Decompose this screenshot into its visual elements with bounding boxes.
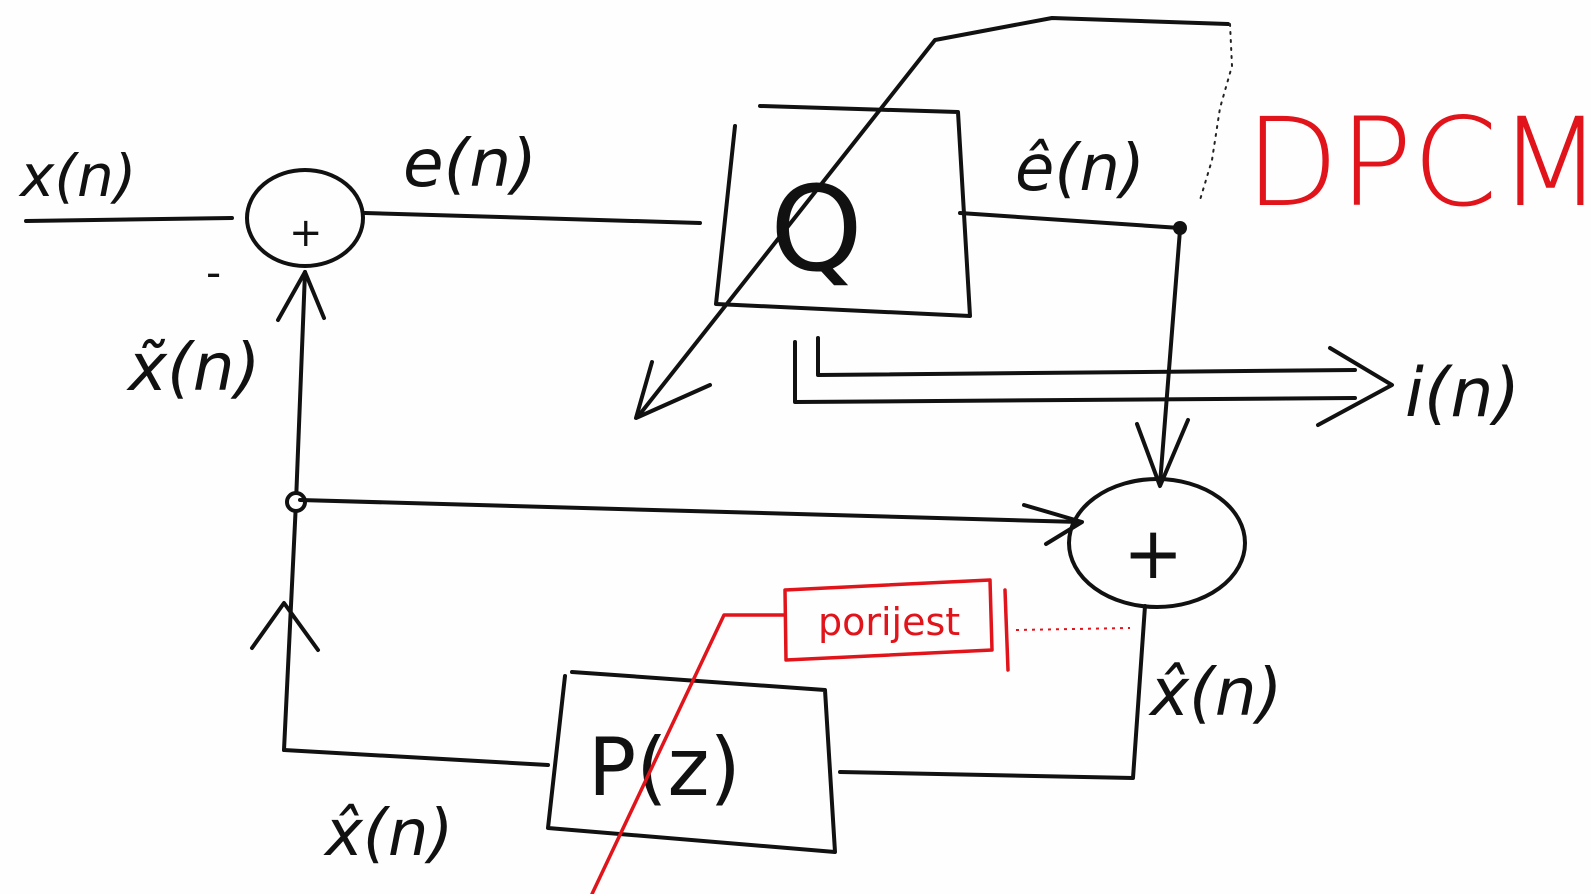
quantized-error-down-line bbox=[1135, 228, 1190, 488]
quantized-error-label: ê(n) bbox=[1015, 132, 1145, 206]
predictor-label: P(z) bbox=[588, 721, 741, 814]
reconstructed-line bbox=[838, 604, 1147, 780]
prediction-label: x̃(n) bbox=[126, 329, 260, 406]
adaptation-arrow bbox=[634, 16, 1234, 420]
predictor-output-line bbox=[282, 748, 550, 767]
index-output-arrow bbox=[793, 336, 1394, 427]
summing-junction-1 bbox=[245, 168, 365, 268]
diagram-title: DPCM bbox=[1245, 92, 1591, 234]
prediction-feedback-line bbox=[250, 270, 326, 752]
minus-sign: - bbox=[206, 248, 221, 297]
prediction-to-sum-line bbox=[298, 498, 1084, 546]
quantized-error-line bbox=[958, 211, 1187, 235]
reconstructed-label: x̂(n) bbox=[1148, 654, 1282, 731]
error-label: e(n) bbox=[403, 125, 537, 202]
predictor-box bbox=[546, 670, 837, 854]
red-annotation-text: porijest bbox=[818, 600, 960, 644]
summing-junction-1-plus: + bbox=[289, 210, 323, 256]
summing-junction-2-plus: + bbox=[1123, 511, 1183, 595]
input-line bbox=[24, 216, 234, 223]
red-annotation-box bbox=[590, 578, 1131, 894]
quantizer-box bbox=[714, 104, 972, 318]
input-label: x(n) bbox=[18, 142, 136, 210]
summing-junction-2 bbox=[1067, 477, 1247, 609]
predictor-input-label: x̂(n) bbox=[323, 797, 453, 871]
error-signal-line bbox=[363, 211, 702, 225]
index-label: i(n) bbox=[1405, 354, 1520, 433]
